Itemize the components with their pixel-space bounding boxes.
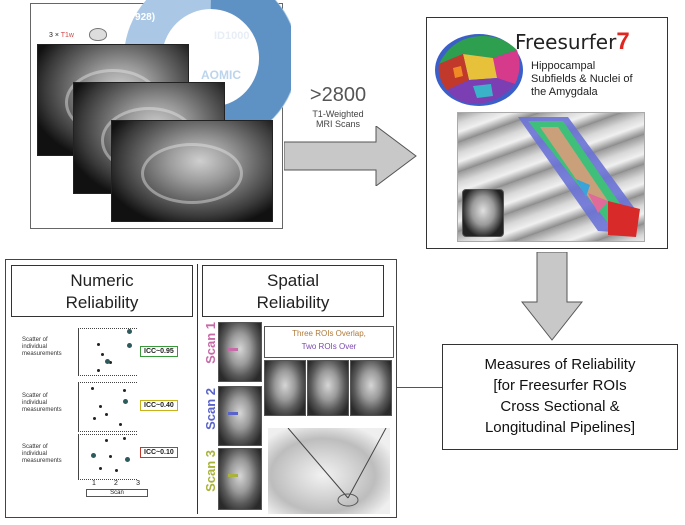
measures-of-reliability-box: Measures of Reliability [for Freesurfer … [442, 344, 678, 450]
scan-count-line1: T1-Weighted [312, 109, 364, 119]
t1w-caption: 3 × T1w [49, 32, 74, 39]
brain-thumbnail [462, 189, 504, 237]
x-axis-label: Scan [86, 489, 148, 497]
brain-icon [89, 28, 107, 41]
scan-count: >2800 T1-Weighted MRI Scans [296, 84, 380, 129]
scan-label-1: Scan 1 [203, 322, 218, 364]
panel-divider [197, 264, 198, 514]
scan-label-3: Scan 3 [203, 450, 218, 492]
x-axis-ticks: 1 2 3 [92, 480, 140, 487]
contents-label: Contents (N = 928) [67, 12, 156, 23]
spatial-reliability-title: Spatial Reliability [202, 265, 384, 317]
icc-badge-1: ICC~0.95 [140, 346, 178, 357]
icc-badge-2: ICC~0.40 [140, 400, 178, 411]
scatter-label-2: Scatter of individual measurements [22, 393, 62, 413]
hippocampus-segmentation-image [457, 112, 645, 242]
down-arrow-icon [521, 252, 583, 341]
parcellated-brain-icon [435, 34, 523, 106]
scan-count-line2: MRI Scans [315, 119, 360, 129]
right-arrow-icon [284, 126, 417, 186]
icc-badge-3: ICC~0.10 [140, 447, 178, 458]
scatter-plot-3 [78, 434, 137, 480]
donut-outer-label: ID1000 [214, 30, 250, 42]
overlap-thumbnail-3 [350, 360, 392, 416]
scan-label-2: Scan 2 [203, 388, 218, 430]
connector-line [397, 387, 442, 388]
scatter-label-3: Scatter of individual measurements [22, 444, 62, 464]
freesurfer-panel: Freesurfer7 Hippocampal Subfields & Nucl… [426, 17, 668, 249]
freesurfer-title: Freesurfer7 [515, 28, 630, 55]
freesurfer-subtitle: Hippocampal Subfields & Nuclei of the Am… [531, 60, 633, 98]
scatter-label-1: Scatter of individual measurements [22, 337, 62, 357]
scan-1-thumbnail [218, 322, 262, 382]
zoomed-brain-image [268, 428, 390, 514]
roi-overlap-caption: Three ROIs Overlap, Two ROIs Over [264, 326, 394, 358]
roi-marker-2 [228, 412, 238, 415]
dataset-panel: Contents (N = 928) ID1000 AOMIC 3 × T1w [30, 0, 291, 229]
reliability-panel: Numeric Reliability Spatial Reliability … [5, 259, 397, 518]
scatter-plot-1 [78, 328, 137, 376]
numeric-reliability-title: Numeric Reliability [11, 265, 193, 317]
roi-marker-3 [228, 474, 238, 477]
mri-slice-3 [111, 120, 273, 222]
scan-count-number: >2800 [309, 84, 367, 106]
scatter-plot-2 [78, 382, 137, 432]
roi-marker-1 [228, 348, 238, 351]
overlap-thumbnail-1 [264, 360, 306, 416]
scan-2-thumbnail [218, 386, 262, 446]
donut-center-label: AOMIC [201, 68, 241, 82]
scan-3-thumbnail [218, 448, 262, 510]
overlap-thumbnail-2 [307, 360, 349, 416]
